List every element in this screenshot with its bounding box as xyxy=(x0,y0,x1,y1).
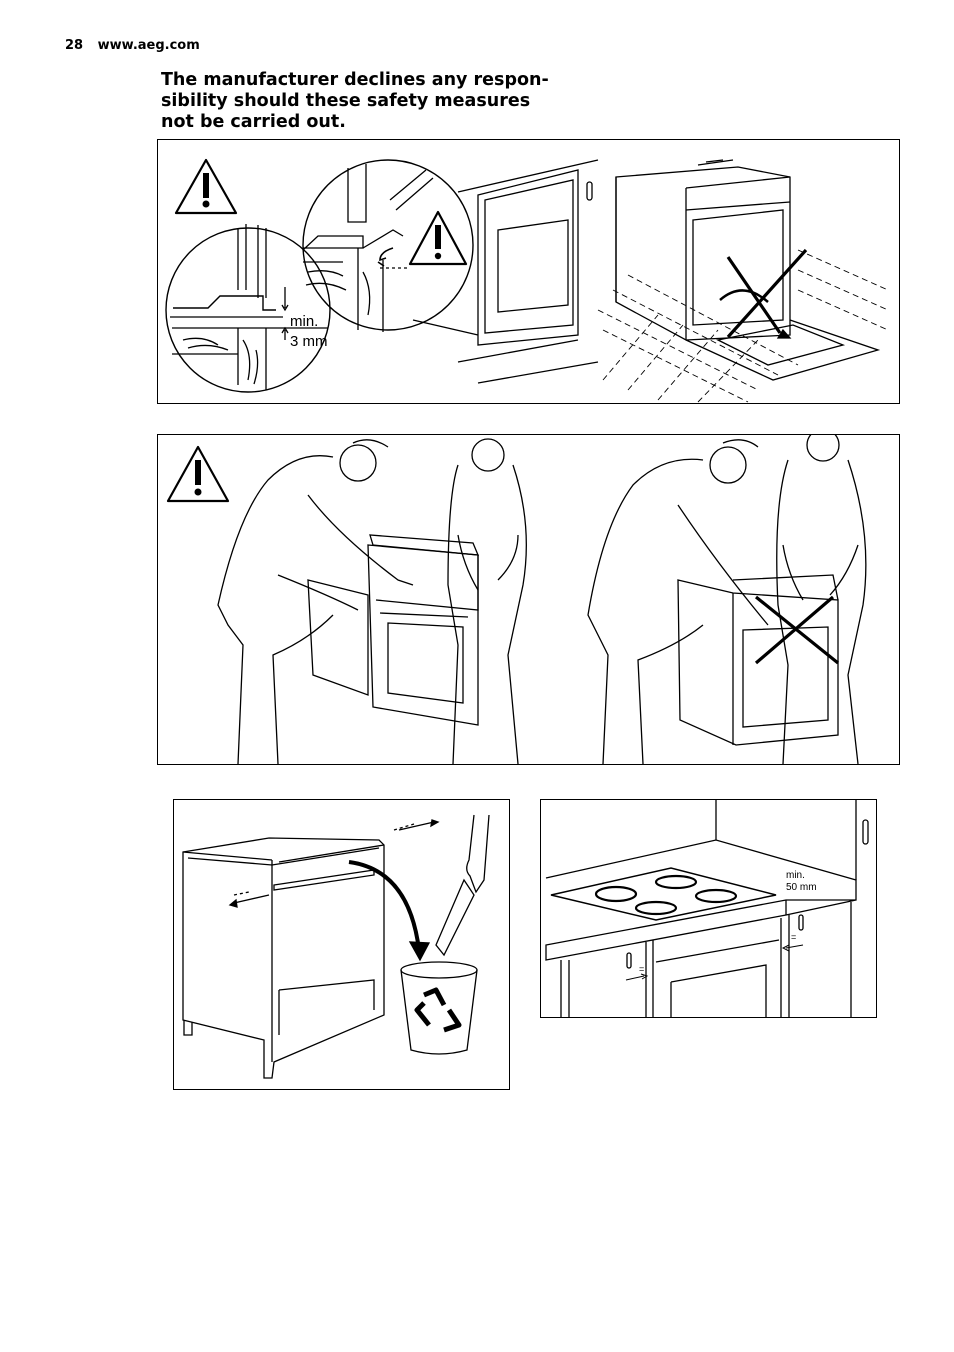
clearance-label: 50 mm xyxy=(786,882,817,893)
person-lifting-left xyxy=(217,439,414,764)
figure-oven-lifting xyxy=(157,434,900,765)
person-lifting-left-wrong xyxy=(587,439,769,764)
min-label: min. xyxy=(786,870,805,881)
recycle-bin-icon xyxy=(400,961,478,1055)
gap-detail-circle xyxy=(165,224,331,393)
warning-line-3: not be carried out. xyxy=(161,112,346,132)
svg-text:=: = xyxy=(791,932,796,942)
person-lifting-right-wrong xyxy=(776,435,867,764)
page-header: 28 www.aeg.com xyxy=(65,38,200,53)
kitchen-cabinet xyxy=(182,837,385,1079)
prohibited-x-icon xyxy=(726,248,808,339)
warning-triangle-icon xyxy=(166,445,230,503)
figure-cabinet-recycle xyxy=(173,799,510,1090)
warning-line-1: The manufacturer declines any respon- xyxy=(161,70,549,90)
hinge-detail-circle xyxy=(302,159,479,336)
min-label: min. xyxy=(290,313,318,330)
figure-gap-and-door: min. 3 mm xyxy=(157,139,900,404)
oven-left xyxy=(307,534,480,726)
person-lifting-right xyxy=(447,438,527,764)
warning-triangle-icon xyxy=(408,210,468,266)
figure-hob-clearance: min. 50 mm = = xyxy=(540,799,877,1018)
oven-right xyxy=(677,574,839,746)
safety-warning-text: The manufacturer declines any respon- si… xyxy=(161,70,549,133)
page-number: 28 xyxy=(65,38,84,53)
gap-label: 3 mm xyxy=(290,333,328,350)
warning-line-2: sibility should these safety measures xyxy=(161,91,531,111)
svg-text:=: = xyxy=(639,964,644,974)
hob xyxy=(550,867,777,921)
prohibited-x-icon xyxy=(754,595,840,665)
warning-triangle-icon xyxy=(174,158,238,215)
oven-open-door xyxy=(615,159,881,381)
website-url: www.aeg.com xyxy=(97,38,200,53)
